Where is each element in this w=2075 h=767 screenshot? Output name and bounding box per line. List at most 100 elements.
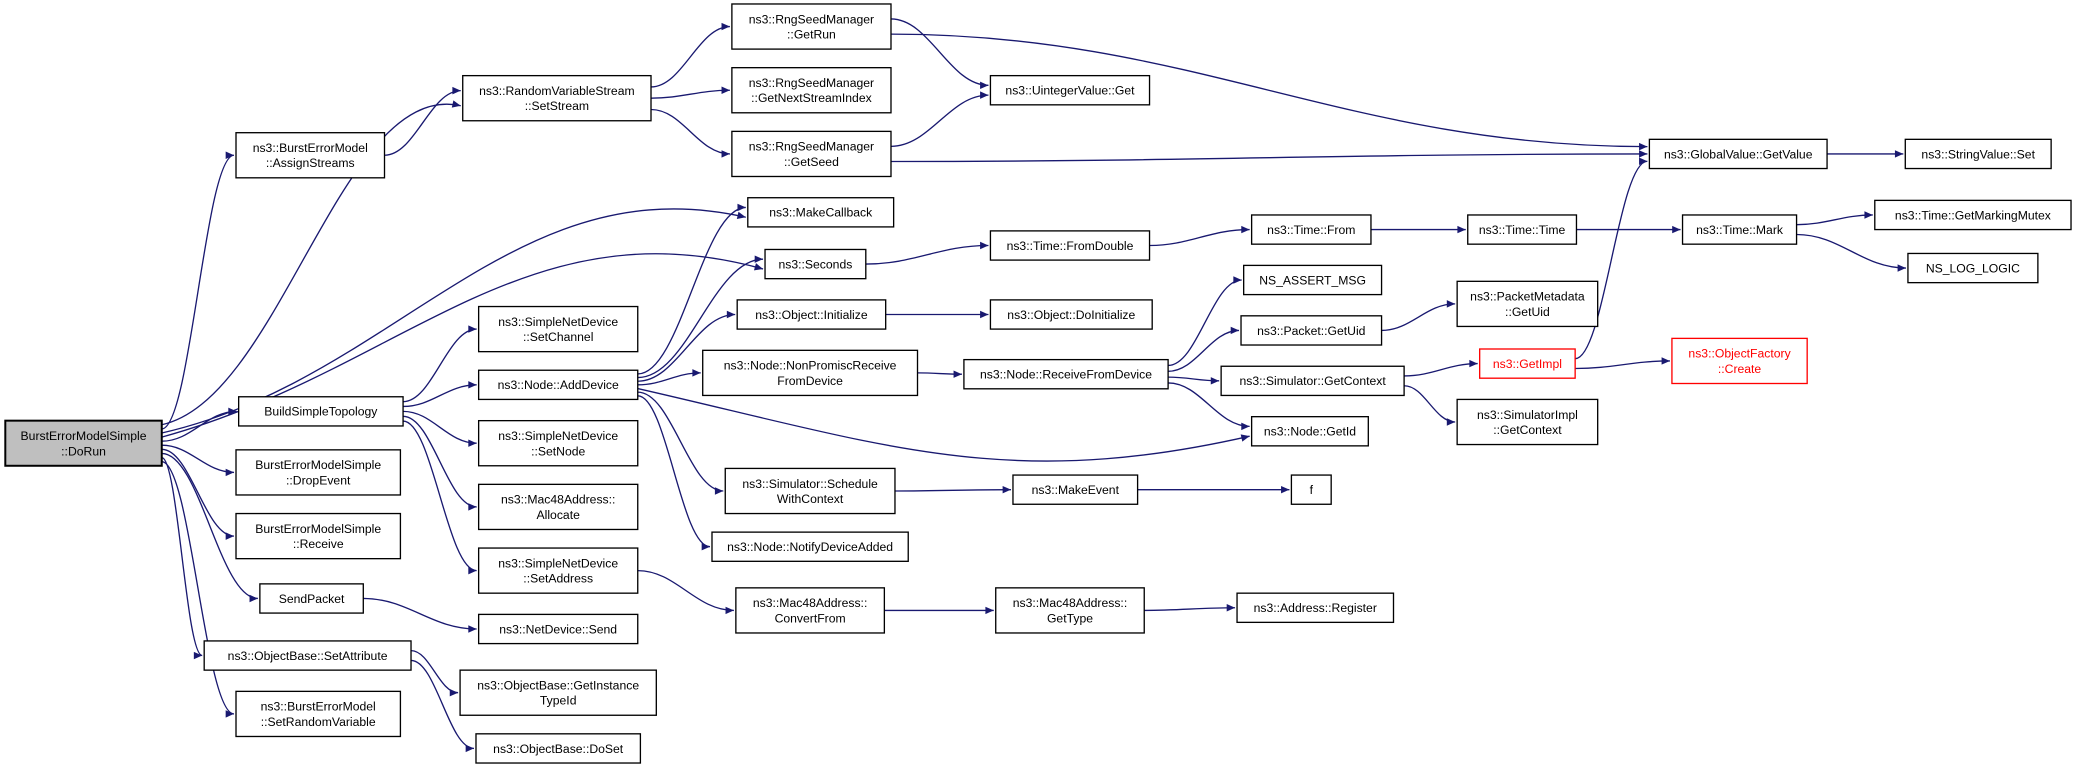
graph-node-setaddress[interactable]: ns3::SimpleNetDevice::SetAddress — [477, 547, 639, 594]
node-box[interactable] — [1012, 474, 1139, 505]
graph-node-getmarkingmutex[interactable]: ns3::Time::GetMarkingMutex — [1874, 199, 2072, 231]
node-box[interactable] — [731, 67, 892, 114]
graph-node-makecallback[interactable]: ns3::MakeCallback — [747, 197, 895, 228]
node-box[interactable] — [1290, 474, 1332, 505]
node-box[interactable] — [995, 587, 1145, 634]
node-box[interactable] — [475, 733, 642, 764]
node-box[interactable] — [735, 587, 886, 634]
graph-node-addressregister[interactable]: ns3::Address::Register — [1236, 592, 1395, 624]
node-box[interactable] — [237, 396, 404, 427]
graph-node-timetime[interactable]: ns3::Time::Time — [1467, 214, 1578, 245]
node-box[interactable] — [477, 613, 639, 645]
graph-node-receivefromdevice[interactable]: ns3::Node::ReceiveFromDevice — [963, 358, 1169, 390]
graph-node-sendpacket[interactable]: SendPacket — [259, 583, 364, 614]
graph-node-objectfactorycreate[interactable]: ns3::ObjectFactory::Create — [1671, 337, 1808, 385]
node-box[interactable] — [235, 512, 402, 560]
graph-node-setstream[interactable]: ns3::RandomVariableStream::SetStream — [462, 74, 652, 122]
node-box[interactable] — [459, 669, 657, 716]
node-box[interactable] — [235, 690, 402, 738]
node-box[interactable] — [1479, 348, 1576, 379]
graph-node-notifydeviceadded[interactable]: ns3::Node::NotifyDeviceAdded — [711, 531, 909, 562]
graph-node-setnode[interactable]: ns3::SimpleNetDevice::SetNode — [477, 419, 639, 467]
graph-node-allocate[interactable]: ns3::Mac48Address::Allocate — [477, 483, 639, 531]
node-box[interactable] — [477, 483, 639, 531]
graph-node-nsloglogic[interactable]: NS_LOG_LOGIC — [1907, 252, 2039, 284]
graph-node-netdevicesend[interactable]: ns3::NetDevice::Send — [477, 613, 639, 645]
graph-node-dropevent[interactable]: BurstErrorModelSimple::DropEvent — [235, 449, 402, 496]
graph-node-assignstreams[interactable]: ns3::BurstErrorModel::AssignStreams — [235, 132, 386, 179]
node-box[interactable] — [1243, 264, 1383, 296]
graph-node-doinitialize[interactable]: ns3::Object::DoInitialize — [989, 299, 1153, 330]
graph-node-packetmetadatagetuid[interactable]: ns3::PacketMetadata::GetUid — [1456, 280, 1599, 328]
graph-node-getimpl[interactable]: ns3::GetImpl — [1479, 348, 1576, 379]
graph-node-getrun[interactable]: ns3::RngSeedManager::GetRun — [731, 3, 892, 50]
node-box[interactable] — [747, 197, 895, 228]
graph-node-initialize[interactable]: ns3::Object::Initialize — [736, 299, 887, 330]
graph-node-fromdouble[interactable]: ns3::Time::FromDouble — [989, 230, 1151, 261]
node-box[interactable] — [203, 640, 412, 671]
graph-node-convertfrom[interactable]: ns3::Mac48Address::ConvertFrom — [735, 587, 886, 634]
node-box[interactable] — [764, 248, 867, 280]
node-box[interactable] — [736, 299, 887, 330]
graph-node-f[interactable]: f — [1290, 474, 1332, 505]
graph-node-nodegetid[interactable]: ns3::Node::GetId — [1250, 416, 1369, 447]
graph-node-globalvaluegetvalue[interactable]: ns3::GlobalValue::GetValue — [1648, 138, 1828, 170]
graph-node-uintegerget[interactable]: ns3::UintegerValue::Get — [989, 74, 1151, 106]
graph-node-buildtopo[interactable]: BuildSimpleTopology — [237, 396, 404, 427]
graph-node-getnextstreamindex[interactable]: ns3::RngSeedManager::GetNextStreamIndex — [731, 67, 892, 114]
graph-node-doset[interactable]: ns3::ObjectBase::DoSet — [475, 733, 642, 764]
graph-node-dorun[interactable]: BurstErrorModelSimple::DoRun — [4, 419, 163, 467]
graph-node-makeevent[interactable]: ns3::MakeEvent — [1012, 474, 1139, 505]
node-box[interactable] — [1220, 365, 1405, 397]
graph-node-timemark[interactable]: ns3::Time::Mark — [1681, 214, 1798, 245]
node-box[interactable] — [1456, 398, 1599, 446]
node-box[interactable] — [731, 130, 892, 178]
graph-node-simimplgetcontext[interactable]: ns3::SimulatorImpl::GetContext — [1456, 398, 1599, 446]
node-box[interactable] — [1456, 280, 1599, 328]
node-box[interactable] — [711, 531, 909, 562]
graph-node-seconds[interactable]: ns3::Seconds — [764, 248, 867, 280]
node-box[interactable] — [1671, 337, 1808, 385]
node-box[interactable] — [1681, 214, 1798, 245]
node-box[interactable] — [1907, 252, 2039, 284]
node-box[interactable] — [1467, 214, 1578, 245]
graph-node-gettype[interactable]: ns3::Mac48Address::GetType — [995, 587, 1145, 634]
graph-node-stringvalueset[interactable]: ns3::StringValue::Set — [1904, 138, 2052, 170]
graph-node-receive[interactable]: BurstErrorModelSimple::Receive — [235, 512, 402, 560]
node-box[interactable] — [989, 74, 1151, 106]
node-box[interactable] — [477, 305, 639, 353]
graph-node-nsassertmsg[interactable]: NS_ASSERT_MSG — [1243, 264, 1383, 296]
node-box[interactable] — [477, 369, 639, 401]
node-box[interactable] — [731, 3, 892, 50]
node-box[interactable] — [1648, 138, 1828, 170]
node-box[interactable] — [477, 547, 639, 594]
node-box[interactable] — [1250, 416, 1369, 447]
node-box[interactable] — [235, 132, 386, 179]
node-box[interactable] — [235, 449, 402, 496]
node-box[interactable] — [724, 467, 896, 515]
node-box[interactable] — [989, 299, 1153, 330]
node-box[interactable] — [1236, 592, 1395, 624]
graph-node-adddevice[interactable]: ns3::Node::AddDevice — [477, 369, 639, 401]
graph-node-setchannel[interactable]: ns3::SimpleNetDevice::SetChannel — [477, 305, 639, 353]
node-box[interactable] — [477, 419, 639, 467]
node-box[interactable] — [702, 349, 919, 397]
graph-node-timefrom[interactable]: ns3::Time::From — [1250, 214, 1372, 245]
node-box[interactable] — [462, 74, 652, 122]
graph-node-packetgetuid[interactable]: ns3::Packet::GetUid — [1240, 315, 1383, 346]
graph-node-setrandomvariable[interactable]: ns3::BurstErrorModel::SetRandomVariable — [235, 690, 402, 738]
node-box[interactable] — [989, 230, 1151, 261]
graph-node-setattribute[interactable]: ns3::ObjectBase::SetAttribute — [203, 640, 412, 671]
graph-node-simgetcontext[interactable]: ns3::Simulator::GetContext — [1220, 365, 1405, 397]
node-box[interactable] — [1904, 138, 2052, 170]
node-box[interactable] — [1240, 315, 1383, 346]
node-box[interactable] — [1250, 214, 1372, 245]
node-box[interactable] — [1874, 199, 2072, 231]
node-box[interactable] — [4, 419, 163, 467]
node-box[interactable] — [259, 583, 364, 614]
node-box[interactable] — [963, 358, 1169, 390]
graph-node-getseed[interactable]: ns3::RngSeedManager::GetSeed — [731, 130, 892, 178]
